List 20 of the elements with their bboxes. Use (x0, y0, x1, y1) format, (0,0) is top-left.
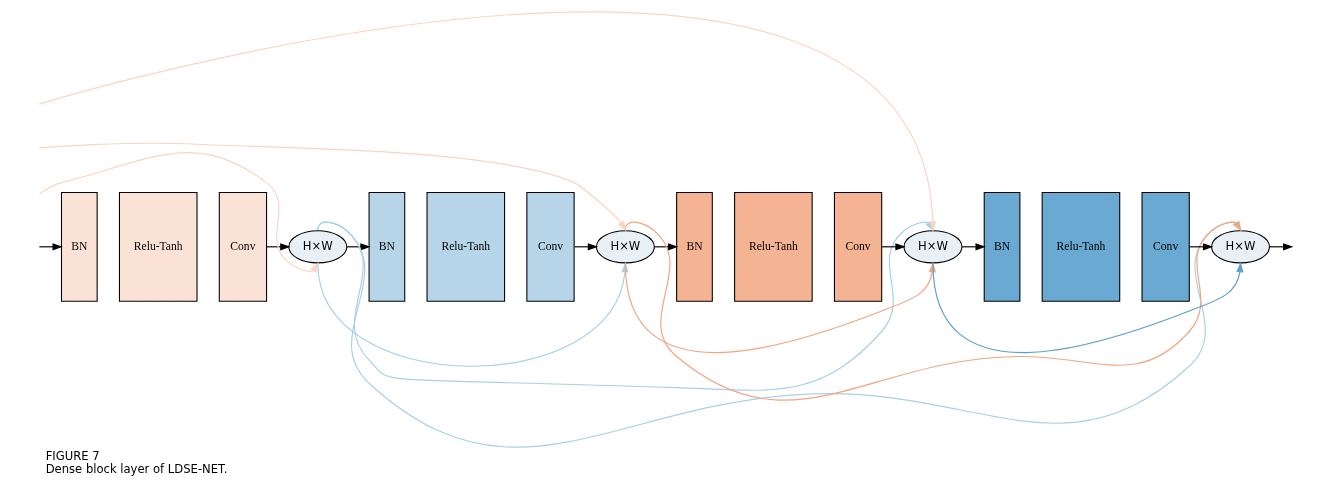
node-ellipse: H×W (902, 230, 962, 264)
node-box: BN (675, 191, 713, 302)
node-box: Conv (218, 191, 267, 302)
arrow (931, 262, 1244, 354)
arrow (38, 142, 626, 232)
node-ellipse: H×W (595, 230, 655, 264)
node-box: Relu-Tanh (733, 191, 813, 302)
node-box: Relu-Tanh (118, 191, 198, 302)
node-box: BN (983, 191, 1020, 302)
node-box: Conv (833, 191, 882, 302)
node-ellipse: H×W (287, 230, 347, 264)
node-box: Conv (525, 191, 575, 302)
node-box: BN (60, 191, 98, 302)
caption: Dense block layer of LDSE-NET. (45, 461, 227, 476)
diagram-title: FIGURE 7 (45, 449, 100, 464)
node-box: BN (368, 191, 405, 302)
node-box: Conv (1141, 191, 1190, 302)
node-ellipse: H×W (1210, 230, 1270, 264)
node-box: Relu-Tanh (1041, 191, 1120, 302)
node-box: Relu-Tanh (426, 191, 505, 302)
